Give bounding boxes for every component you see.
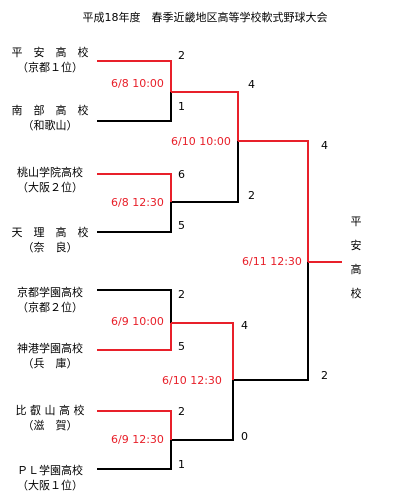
team-region-kyoto-gakuen: （京都２位） (17, 300, 83, 314)
match-time-r1-2: 6/8 12:30 (111, 196, 164, 209)
match-time-r1-1: 6/8 10:00 (111, 77, 164, 90)
match-time-sf-1: 6/10 10:00 (171, 135, 231, 148)
match-time-r1-3: 6/9 10:00 (111, 315, 164, 328)
line-hieizan (97, 410, 172, 440)
line-pl-gakuen (97, 440, 172, 470)
round1-matches: 2 1 6/8 10:00 6 5 6/8 12:30 2 5 6/9 10:0… (111, 49, 185, 471)
team-region-momoyama: （大阪２位） (17, 180, 83, 194)
team-region-pl-gakuen: （大阪１位） (17, 478, 83, 492)
score-heian-sf: 4 (248, 78, 255, 91)
tournament-title: 平成18年度 春季近畿地区高等学校軟式野球大会 (83, 10, 328, 24)
score-hieizan-r1: 2 (178, 405, 185, 418)
team-region-nanbu: （和歌山） (23, 118, 78, 132)
team-name-heian: 平 安 高 校 (12, 45, 89, 59)
final-match: 4 2 6/11 12:30 (242, 139, 328, 382)
score-tenri-r1: 5 (178, 219, 185, 232)
team-entries: 平 安 高 校 （京都１位） 南 部 高 校 （和歌山） 桃山学院高校 （大阪２… (12, 45, 89, 492)
line-final-upper (238, 140, 309, 262)
team-region-tenri: （奈 良） (23, 240, 78, 254)
score-nanbu-r1: 1 (178, 100, 185, 113)
semifinal-matches: 4 2 6/10 10:00 4 0 6/10 12:30 (162, 78, 255, 443)
score-shinko-gakuen-sf: 4 (241, 319, 248, 332)
line-final-lower (233, 262, 309, 381)
line-kyoto-gakuen (97, 289, 172, 323)
line-sf1-tenri-side (171, 141, 239, 203)
champion-char-2: 安 (351, 238, 362, 252)
line-momoyama (97, 173, 172, 202)
bracket-loser-lines (97, 92, 309, 470)
team-name-kyoto-gakuen: 京都学園高校 (17, 285, 83, 299)
score-heian-r1: 2 (178, 49, 185, 62)
team-name-momoyama: 桃山学院高校 (17, 165, 83, 179)
line-shinko-gakuen (97, 323, 172, 351)
line-sf2-hieizan-side (171, 380, 234, 441)
champion: 平 安 高 校 (351, 215, 362, 300)
champion-char-1: 平 (351, 215, 362, 228)
line-heian (97, 60, 172, 92)
team-name-hieizan: 比 叡 山 高 校 (16, 403, 85, 417)
line-sf1-heian-side (171, 91, 239, 141)
team-region-shinko-gakuen: （兵 庫） (23, 356, 78, 370)
team-name-tenri: 天 理 高 校 (12, 225, 89, 239)
match-time-sf-2: 6/10 12:30 (162, 374, 222, 387)
score-heian-final: 4 (321, 139, 328, 152)
team-region-hieizan: （滋 賀） (23, 419, 78, 432)
match-time-final: 6/11 12:30 (242, 255, 302, 268)
score-momoyama-r1: 6 (178, 168, 185, 181)
score-pl-gakuen-r1: 1 (178, 458, 185, 471)
line-tenri (97, 202, 172, 233)
team-region-heian: （京都１位） (17, 60, 83, 74)
team-name-shinko-gakuen: 神港学園高校 (17, 341, 83, 355)
score-momoyama-sf: 2 (248, 189, 255, 202)
champion-char-3: 高 (351, 262, 362, 276)
score-kyoto-gakuen-r1: 2 (178, 288, 185, 301)
score-shinko-gakuen-r1: 5 (178, 340, 185, 353)
team-name-nanbu: 南 部 高 校 (12, 103, 89, 117)
score-hieizan-sf: 0 (241, 430, 248, 443)
line-nanbu (97, 92, 172, 122)
score-shinko-gakuen-final: 2 (321, 369, 328, 382)
team-name-pl-gakuen: ＰＬ学園高校 (17, 463, 83, 477)
bracket-winner-lines (97, 60, 342, 440)
champion-char-4: 校 (351, 286, 362, 300)
match-time-r1-4: 6/9 12:30 (111, 433, 164, 446)
line-sf2-shinko-side (171, 322, 234, 380)
